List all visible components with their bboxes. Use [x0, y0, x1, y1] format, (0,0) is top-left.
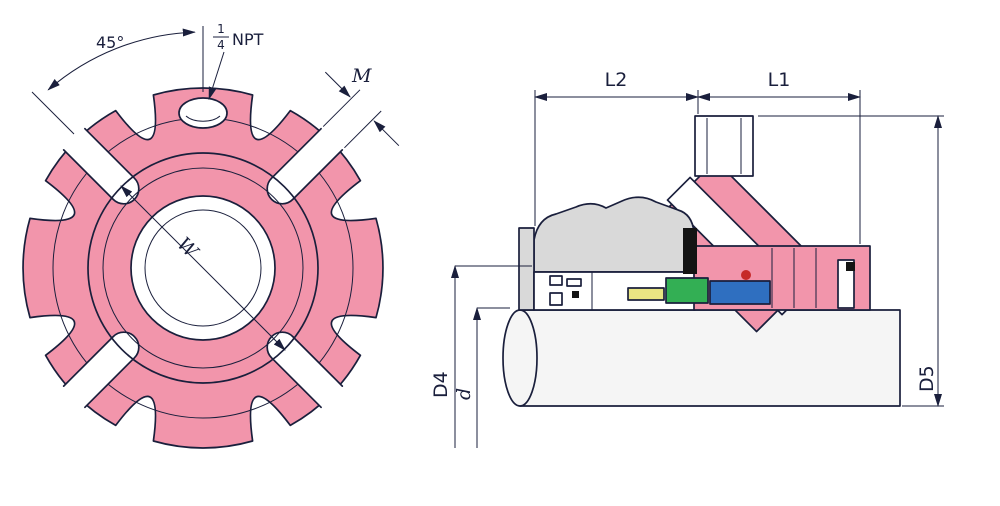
seat-blue — [709, 280, 771, 305]
l1-dimension-label: L1 — [768, 69, 791, 91]
collar-plate — [518, 227, 535, 311]
port-flange — [694, 115, 754, 177]
d5-dimension: D5 — [758, 115, 944, 407]
npt-fraction-denominator: 4 — [217, 38, 225, 52]
bellows-boot — [533, 196, 695, 273]
boss-circle-inner — [102, 167, 304, 369]
seal-ring-green — [665, 277, 709, 304]
angle-dimension-label: 45° — [96, 33, 124, 52]
npt-port-callout: 1 4 NPT — [208, 22, 264, 100]
d-dimension-label: d — [453, 388, 475, 400]
length-dimensions: L2 L1 — [534, 69, 861, 244]
npt-fraction-numerator: 1 — [217, 22, 225, 36]
npt-label: NPT — [232, 30, 264, 49]
d4-dimension-label: D4 — [430, 371, 452, 398]
boss-circle-outer — [87, 152, 319, 384]
section-view: L2 L1 D5 D4 d — [430, 69, 944, 448]
retainer-detail-2 — [549, 292, 563, 306]
shaft — [519, 309, 901, 407]
d-dimension: d — [453, 307, 510, 448]
angle-dimension: 45° — [31, 26, 204, 135]
set-screw — [846, 262, 855, 271]
retainer-detail-3 — [566, 278, 582, 287]
spring-yellow — [627, 287, 665, 301]
gland-gap — [837, 259, 855, 309]
shaft-end-cap — [502, 309, 538, 407]
npt-port-ellipse — [178, 97, 228, 129]
l2-dimension-label: L2 — [605, 69, 628, 91]
drive-ring — [683, 228, 697, 274]
npt-port-depth-arc — [185, 115, 221, 122]
front-view: W 45° 1 4 NPT M — [22, 22, 400, 449]
o-ring-red — [741, 270, 751, 280]
d5-dimension-label: D5 — [916, 365, 938, 392]
retainer-detail-1 — [549, 275, 563, 286]
d4-dimension: D4 — [430, 265, 532, 448]
slot-width-dimension: M — [322, 65, 400, 149]
slot-dimension-label: M — [351, 65, 372, 87]
retainer-detail-4 — [572, 291, 579, 298]
